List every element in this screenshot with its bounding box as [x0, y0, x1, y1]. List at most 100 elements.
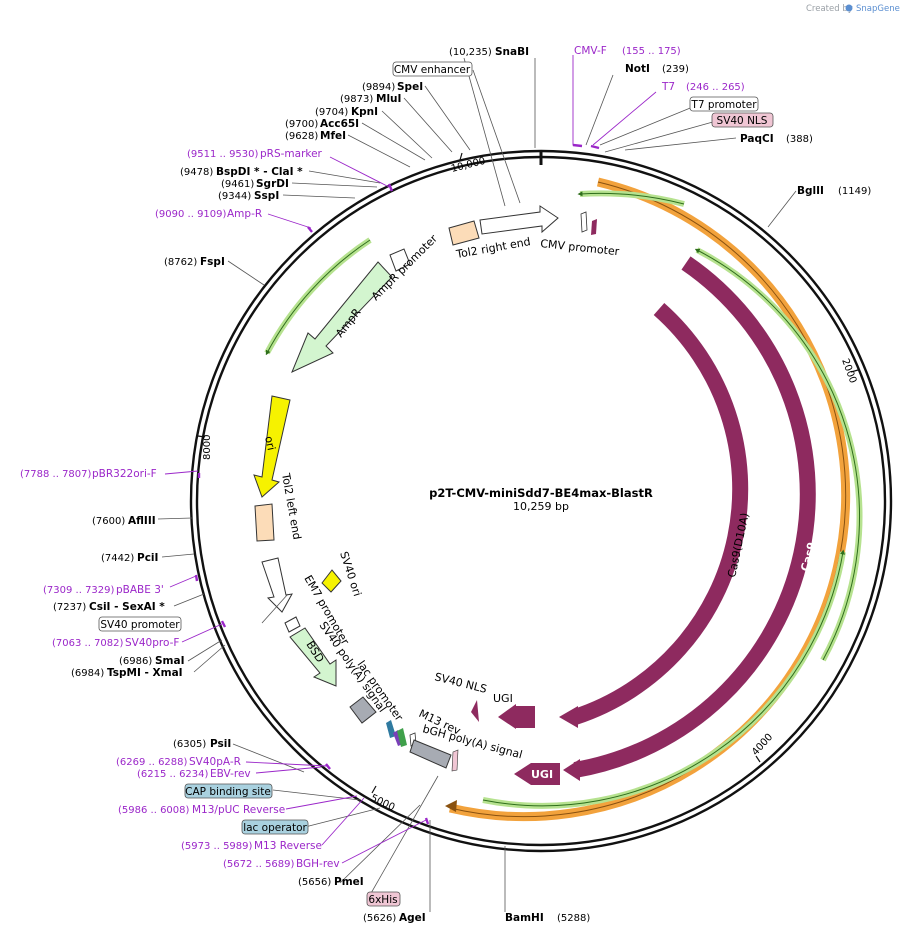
his6-box[interactable] [366, 891, 401, 907]
tick-2000 [850, 369, 859, 373]
site-noti[interactable]: NotI [625, 63, 650, 75]
plasmid-length: 10,259 bp [513, 500, 569, 513]
site-kpni[interactable]: KpnI [351, 106, 378, 118]
his6-feature [451, 749, 459, 772]
site-bglii-pos: (1149) [838, 186, 871, 197]
site-sgrdi[interactable]: SgrDI [256, 178, 289, 190]
primer-leaders [164, 55, 657, 864]
site-kpni-pos: (9704) [315, 107, 348, 118]
primer-m13puc-rev[interactable]: M13/pUC Reverse [192, 804, 285, 816]
tick-label-5000: 5000 [369, 793, 397, 814]
green-band-top-line [577, 191, 685, 205]
ugi-box-label: UGI [531, 768, 553, 781]
sv40-nls-label: SV40 NLS [433, 670, 488, 696]
primer-ebv-rev[interactable]: EBV-rev [210, 768, 251, 780]
cap-site-label: CAP binding site [185, 786, 271, 798]
primer-cmv-f[interactable]: CMV-F [574, 45, 607, 57]
snapgene-brand: SnapGene [856, 4, 900, 14]
bsd-feature [289, 627, 337, 687]
site-fspi-pos: (8762) [164, 257, 197, 268]
site-sgrdi-pos: (9461) [221, 179, 254, 190]
his6-label: 6xHis [368, 894, 397, 906]
ugi-feature [498, 704, 535, 729]
site-pmei[interactable]: PmeI [334, 876, 364, 888]
ori-feature [253, 395, 291, 498]
primer-amp-r[interactable]: Amp-R [227, 208, 262, 220]
snapgene-logo-icon [845, 4, 853, 12]
site-psii[interactable]: PsiI [210, 738, 231, 750]
tol2-right-feature [448, 220, 480, 246]
site-agei[interactable]: AgeI [399, 912, 426, 924]
sv40-nls-top-box[interactable] [711, 112, 774, 128]
primer-cmv-f-pos: (155 .. 175) [622, 46, 681, 57]
ugi-box-feature [514, 763, 560, 785]
cas9-d10a-arrow-icon [559, 706, 578, 728]
site-bspdi-pos: (9478) [180, 167, 213, 178]
cmv-enhancer-box[interactable] [392, 61, 473, 77]
primer-sv40pa-r[interactable]: SV40pA-R [189, 756, 241, 768]
cmv-enhancer-label: CMV enhancer [394, 64, 471, 76]
site-noti-pos: (239) [662, 64, 689, 75]
site-paqci[interactable]: PaqCI [740, 133, 774, 145]
site-csii-sexai[interactable]: CsiI - SexAI * [89, 601, 165, 613]
site-mlui[interactable]: MluI [376, 93, 401, 105]
site-spei[interactable]: SpeI [397, 81, 423, 93]
green-band-bottom-line [482, 549, 846, 807]
site-afliii-pos: (7600) [92, 516, 125, 527]
primer-pbabe3[interactable]: pBABE 3' [116, 584, 164, 596]
lac-operator-label: lac operator [243, 822, 307, 834]
site-bglii[interactable]: BglII [797, 185, 824, 197]
site-paqci-pos: (388) [786, 134, 813, 145]
tick-4000 [755, 755, 761, 763]
site-fspi[interactable]: FspI [200, 256, 225, 268]
tol2-left-label: Tol2 left end [279, 471, 304, 540]
primer-m13-reverse[interactable]: M13 Reverse [254, 840, 322, 852]
site-mfei-pos: (9628) [285, 131, 318, 142]
site-psii-pos: (6305) [173, 739, 206, 750]
ampr-feature [291, 261, 393, 373]
site-bamhi[interactable]: BamHI [505, 912, 544, 924]
cmv-promoter-feature [479, 205, 559, 235]
cmv-small-feature [580, 211, 588, 233]
primer-t7[interactable]: T7 [661, 81, 675, 93]
primer-pbr322ori-f[interactable]: pBR322ori-F [92, 468, 157, 480]
primer-sv40pro-f[interactable]: SV40pro-F [125, 637, 179, 649]
tol2-left-feature [254, 503, 275, 542]
ugi-label: UGI [493, 692, 513, 705]
site-csii-pos: (7237) [53, 602, 86, 613]
primer-bgh-rev[interactable]: BGH-rev [296, 858, 340, 870]
site-smai[interactable]: SmaI [155, 655, 185, 667]
ori-label: ori [262, 435, 278, 452]
primer-sv40pro-f-pos: (7063 .. 7082) [52, 638, 124, 649]
primer-prs-marker[interactable]: pRS-marker [260, 148, 323, 160]
lac-operator-box[interactable] [241, 819, 309, 835]
site-afliii[interactable]: AflIII [128, 515, 156, 527]
site-bspdi-clai[interactable]: BspDI * - ClaI * [216, 166, 303, 178]
site-acc65i[interactable]: Acc65I [320, 118, 359, 130]
plasmid-name: p2T-CMV-miniSdd7-BE4max-BlastR [429, 486, 653, 500]
site-pcii[interactable]: PciI [137, 552, 158, 564]
green-band-left-line [265, 239, 371, 356]
primer-sv40pa-r-pos: (6269 .. 6288) [116, 757, 188, 768]
site-bamhi-pos: (5288) [557, 913, 590, 924]
site-sspi[interactable]: SspI [254, 190, 279, 202]
primer-prs-marker-pos: (9511 .. 9530) [187, 149, 259, 160]
sv40-promoter-box[interactable] [98, 616, 182, 632]
t7-promoter-box[interactable] [689, 96, 759, 112]
sv40-ori-label: SV40 ori [337, 550, 364, 598]
sv40-nls-top-label: SV40 NLS [717, 115, 768, 127]
green-band-right-line [694, 248, 860, 661]
site-agei-pos: (5626) [363, 913, 396, 924]
site-spei-pos: (9894) [362, 82, 395, 93]
primer-m13puc-rev-pos: (5986 .. 6008) [118, 805, 190, 816]
site-snabi[interactable]: SnaBI [495, 46, 529, 58]
watermark-text: Created by [806, 4, 853, 14]
site-sspi-pos: (9344) [218, 191, 251, 202]
site-pmei-pos: (5656) [298, 877, 331, 888]
cap-site-box[interactable] [184, 783, 273, 799]
primer-amp-r-pos: (9090 .. 9109) [155, 209, 227, 220]
site-tspmi-xmai[interactable]: TspMI - XmaI [107, 667, 183, 679]
tick-8000 [197, 435, 206, 438]
site-mfei[interactable]: MfeI [320, 130, 346, 142]
